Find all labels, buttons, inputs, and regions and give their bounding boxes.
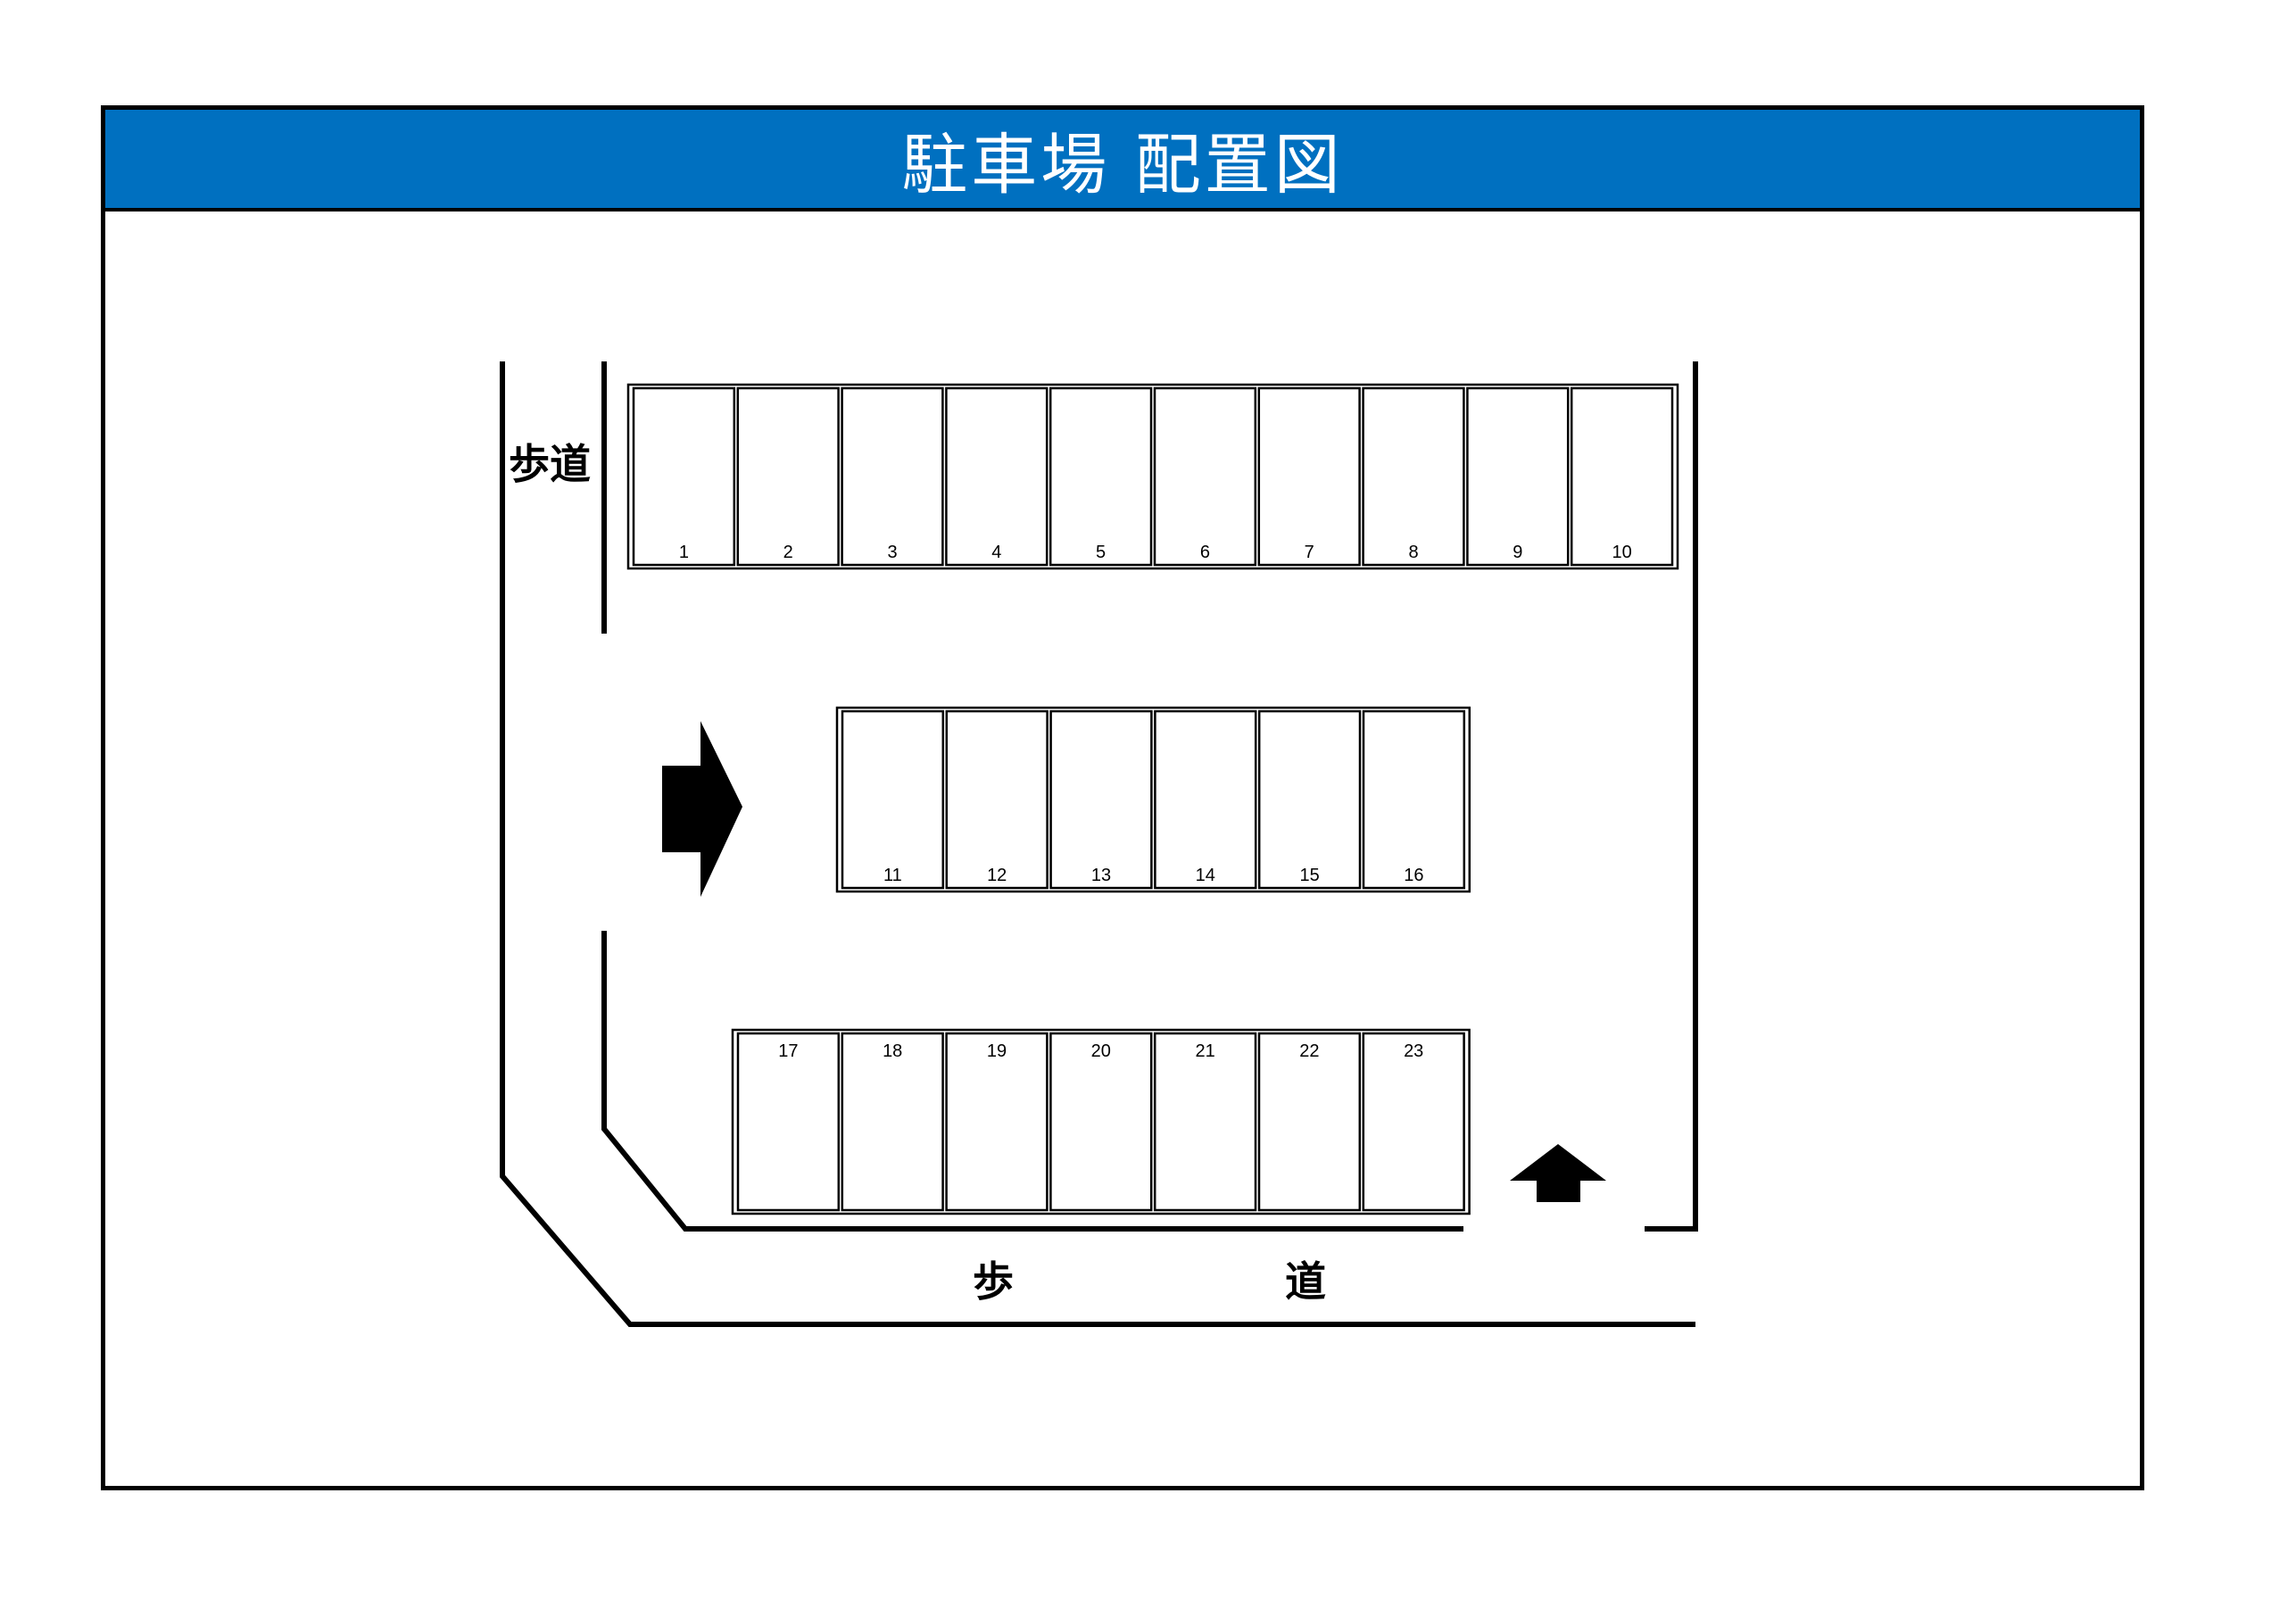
exit-arrow-up-icon xyxy=(1510,1144,1606,1202)
page-title: 駐車場 配置図 xyxy=(901,126,1344,203)
parking-space-number: 8 xyxy=(1408,543,1418,562)
parking-space-21 xyxy=(1153,1032,1257,1212)
parking-space-number: 12 xyxy=(987,866,1007,885)
parking-row-outline xyxy=(835,706,1471,893)
parking-space-number: 15 xyxy=(1299,866,1319,885)
parking-space-20 xyxy=(1049,1032,1153,1212)
parking-space-19 xyxy=(945,1032,1049,1212)
parking-space-number: 6 xyxy=(1200,543,1210,562)
parking-space-number: 14 xyxy=(1196,866,1215,885)
parking-space-18 xyxy=(841,1032,944,1212)
parking-space-number: 23 xyxy=(1404,1041,1423,1061)
parking-space-3 xyxy=(841,386,944,567)
walkway-bottom-label-1: 歩 xyxy=(973,1257,1014,1306)
walkway-left-label: 歩道 xyxy=(509,440,591,488)
parking-space-number: 13 xyxy=(1091,866,1111,885)
parking-space-11 xyxy=(841,709,945,890)
parking-space-6 xyxy=(1153,386,1257,567)
layout-frame: 駐車場 配置図 xyxy=(101,105,2144,1490)
parking-space-16 xyxy=(1362,709,1466,890)
parking-space-number: 17 xyxy=(778,1041,798,1061)
road-boundaries xyxy=(500,361,1698,1327)
parking-space-number: 2 xyxy=(783,543,793,562)
parking-space-12 xyxy=(945,709,1049,890)
title-bar: 駐車場 配置図 xyxy=(105,110,2140,212)
parking-space-23 xyxy=(1362,1032,1465,1212)
parking-row-top: 1 2 3 4 5 6 7 8 9 10 xyxy=(626,383,1679,570)
parking-space-number: 9 xyxy=(1513,543,1522,562)
parking-row-outline xyxy=(626,383,1679,570)
parking-row-bottom: 17 18 19 20 21 22 23 xyxy=(731,1028,1471,1215)
parking-space-14 xyxy=(1154,709,1257,890)
parking-space-number: 18 xyxy=(883,1041,902,1061)
outer-boundary-line xyxy=(500,361,1695,1327)
parking-space-1 xyxy=(632,386,736,567)
parking-space-4 xyxy=(945,386,1049,567)
parking-space-number: 16 xyxy=(1404,866,1423,885)
parking-space-9 xyxy=(1466,386,1570,567)
parking-space-22 xyxy=(1257,1032,1362,1212)
right-boundary-line xyxy=(1645,361,1698,1232)
parking-space-number: 3 xyxy=(887,543,897,562)
parking-space-number: 7 xyxy=(1305,543,1314,562)
parking-space-8 xyxy=(1362,386,1465,567)
parking-space-number: 22 xyxy=(1299,1041,1319,1061)
parking-space-2 xyxy=(736,386,840,567)
walkway-bottom-label-2: 道 xyxy=(1285,1257,1326,1306)
parking-space-number: 1 xyxy=(679,543,689,562)
parking-row-middle: 11 12 13 14 15 16 xyxy=(835,706,1471,893)
parking-space-number: 5 xyxy=(1096,543,1106,562)
parking-space-number: 21 xyxy=(1195,1041,1214,1061)
parking-row-outline xyxy=(731,1028,1471,1215)
inner-boundary-lower-line xyxy=(601,931,1463,1232)
parking-space-15 xyxy=(1257,709,1362,890)
entry-arrow-right-icon xyxy=(662,721,742,897)
parking-space-10 xyxy=(1570,386,1674,567)
parking-space-13 xyxy=(1049,709,1153,890)
parking-space-number: 4 xyxy=(991,543,1001,562)
parking-space-7 xyxy=(1257,386,1361,567)
parking-space-number: 10 xyxy=(1612,543,1631,562)
parking-space-5 xyxy=(1049,386,1153,567)
parking-space-number: 19 xyxy=(987,1041,1007,1061)
parking-space-17 xyxy=(736,1032,841,1212)
parking-space-number: 11 xyxy=(883,866,902,885)
parking-space-number: 20 xyxy=(1091,1041,1111,1061)
